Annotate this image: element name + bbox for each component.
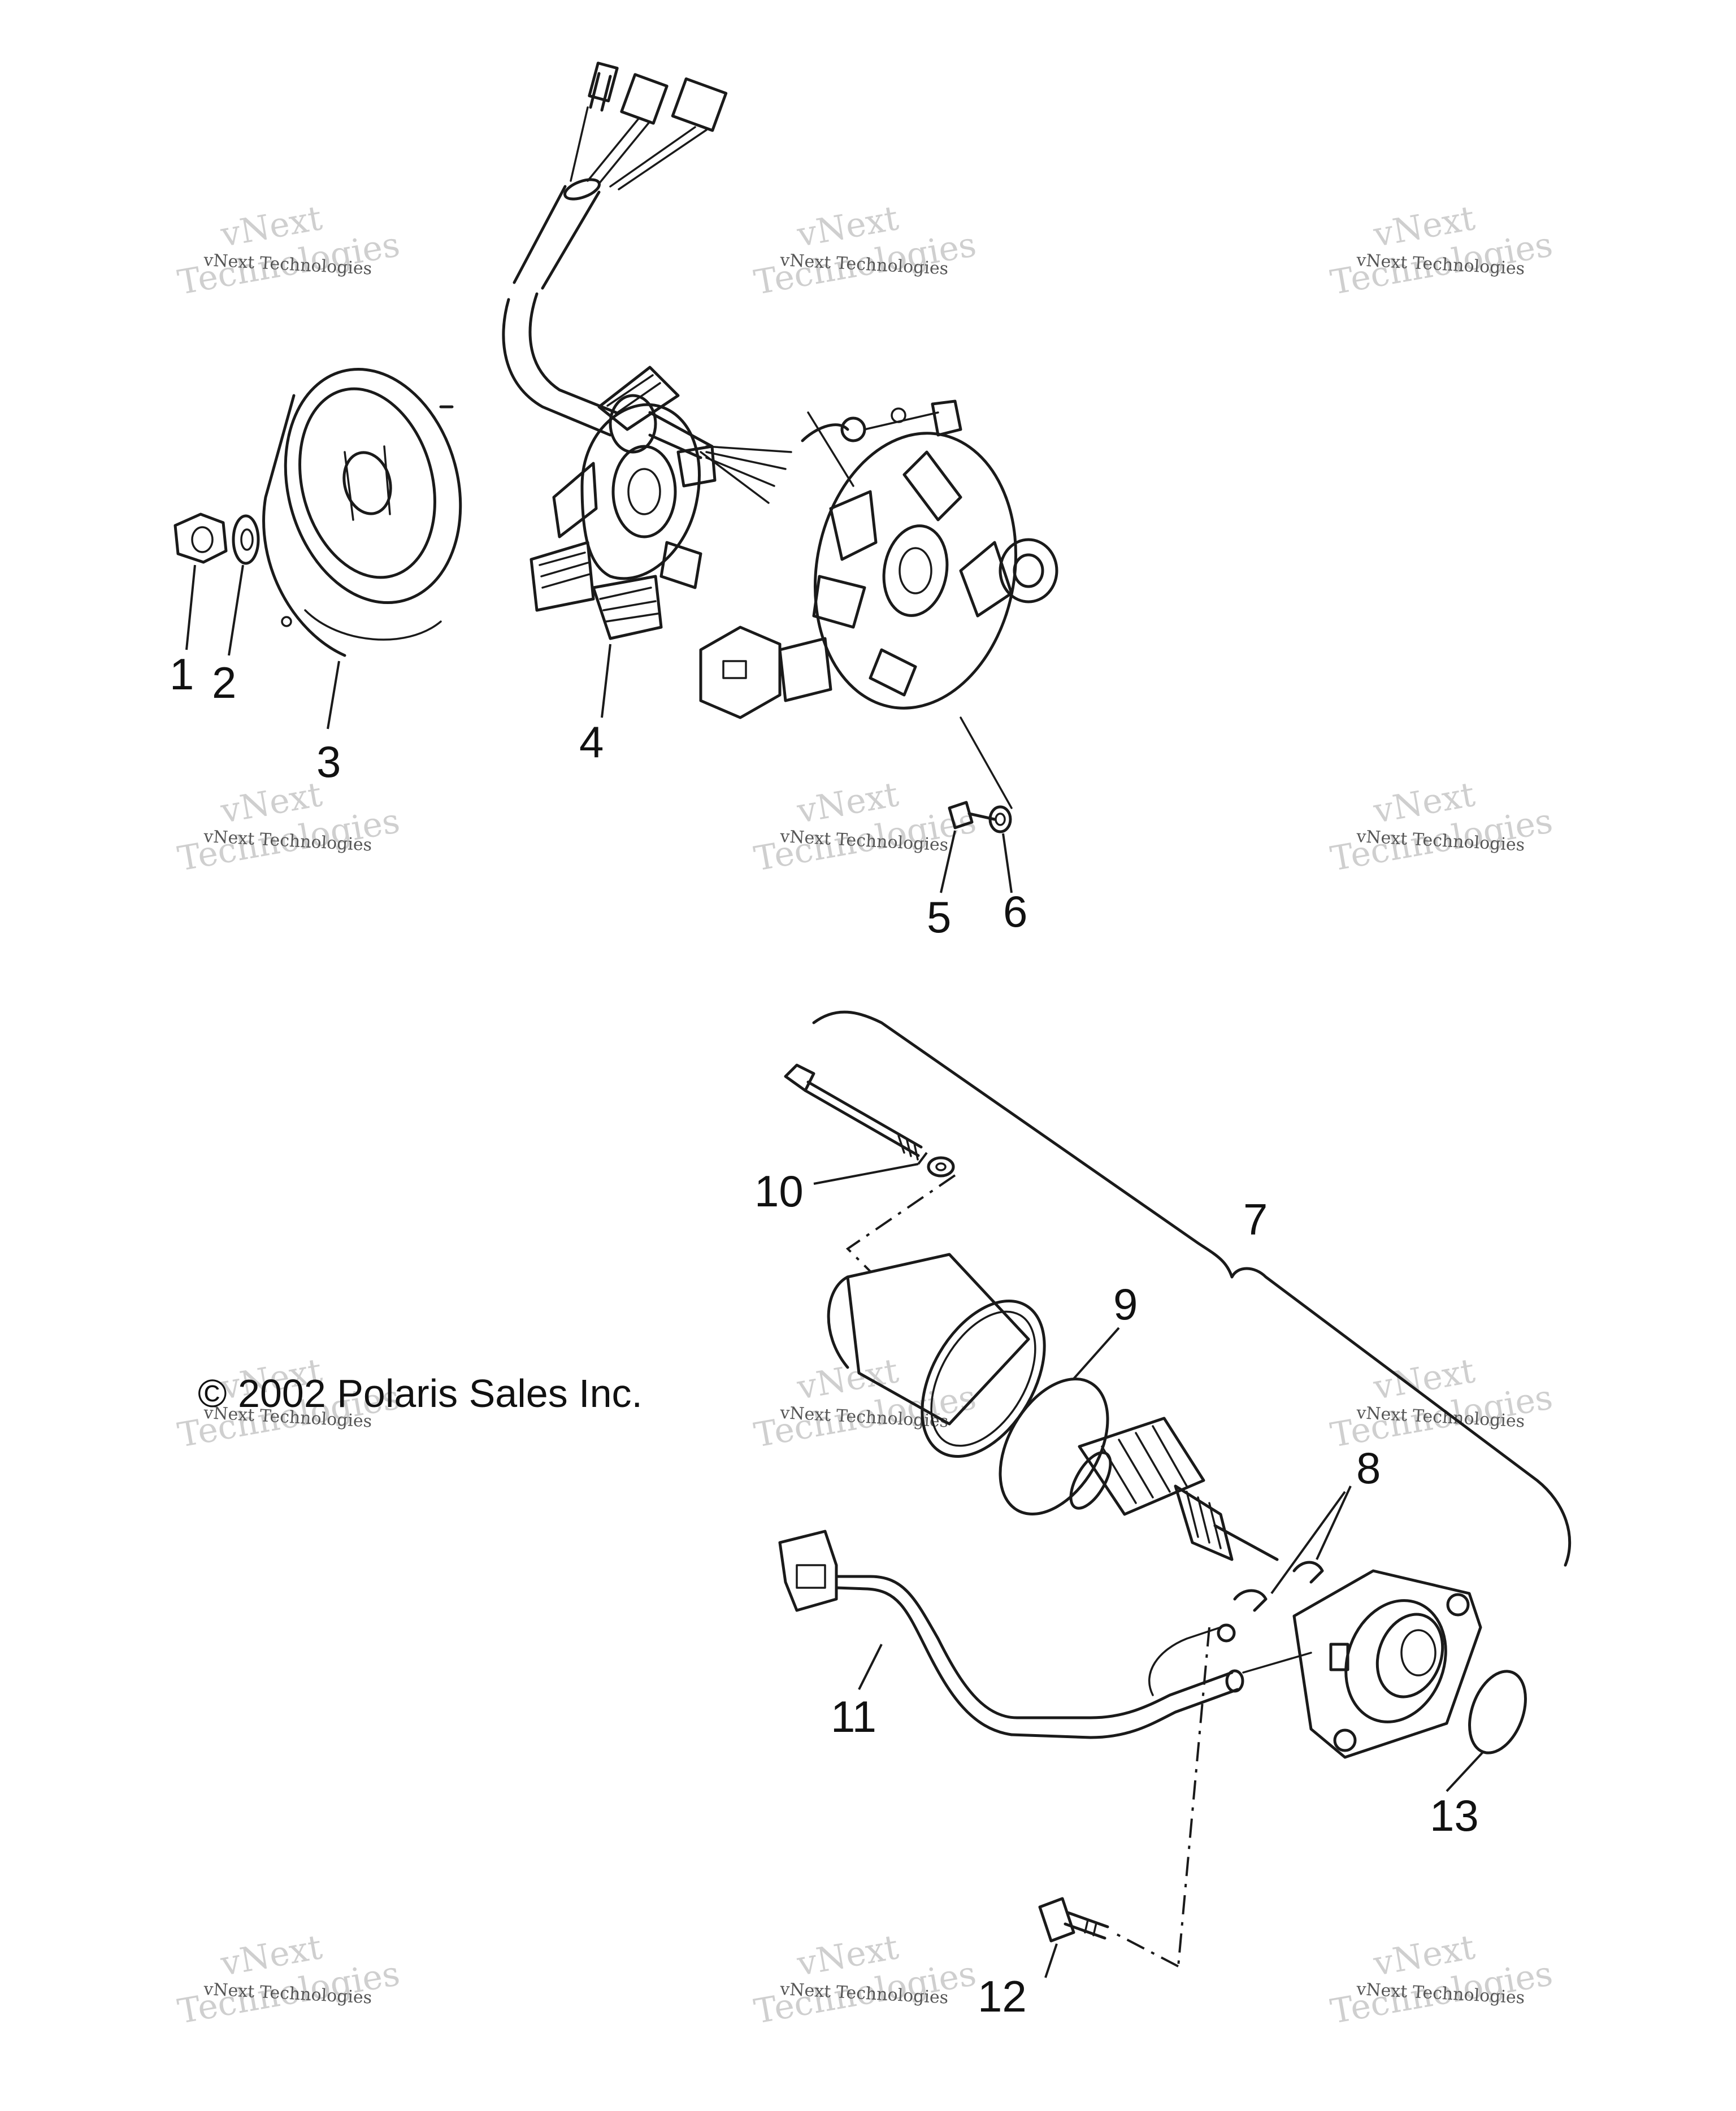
watermark-5: vNext Technologies <box>751 775 979 879</box>
part-label-1: 1 <box>170 649 194 699</box>
part-labels: 1 2 3 4 5 6 7 8 9 10 11 12 13 <box>170 649 1479 2021</box>
part-6-washer <box>960 716 1013 893</box>
watermark-8: vNext Technologies <box>751 1351 979 1456</box>
part-3-flywheel <box>262 367 462 729</box>
end-cover <box>1292 1569 1482 1759</box>
part-label-3: 3 <box>316 737 341 787</box>
part-label-7: 7 <box>1243 1195 1268 1244</box>
copyright-notice: © 2002 Polaris Sales Inc. <box>198 1371 643 1415</box>
watermark-10: vNext Technologies <box>175 1927 402 2032</box>
part-13-o-ring <box>1446 1670 1527 1792</box>
part-label-4: 4 <box>579 717 604 767</box>
stator-plate <box>699 399 1018 719</box>
part-1-nut <box>173 512 228 650</box>
watermark-11: vNext Technologies <box>751 1927 979 2032</box>
bolt-centerline <box>1113 1627 1210 1967</box>
part-label-10: 10 <box>754 1166 804 1216</box>
part-8-brush-clips <box>1233 1485 1352 1612</box>
part-label-9: 9 <box>1113 1279 1138 1329</box>
watermark-4: vNext Technologies <box>175 775 402 879</box>
watermark-9: vNext Technologies <box>1327 1351 1555 1456</box>
armature <box>1069 1417 1279 1561</box>
starter-housing <box>827 1253 1046 1458</box>
part-12-bolt <box>1038 1897 1109 1978</box>
part-label-12: 12 <box>978 1971 1027 2021</box>
part-label-5: 5 <box>927 892 951 942</box>
watermark-1: vNext Technologies <box>175 198 402 303</box>
part-label-6: 6 <box>1003 887 1027 936</box>
watermark-3: vNext Technologies <box>1327 198 1555 303</box>
part-label-13: 13 <box>1430 1791 1479 1840</box>
part-11-lead-wire <box>778 1530 1312 1739</box>
part-10-through-bolt <box>784 1063 956 1272</box>
part-label-2: 2 <box>212 658 236 707</box>
part-9-o-ring <box>999 1327 1120 1515</box>
wire-harness <box>502 62 792 504</box>
watermark-2: vNext Technologies <box>751 198 979 303</box>
watermark-6: vNext Technologies <box>1327 775 1555 879</box>
part-7-bracket <box>812 1010 1572 1567</box>
part-4-stator <box>530 366 717 718</box>
part-label-11: 11 <box>831 1692 876 1741</box>
watermark-12: vNext Technologies <box>1327 1927 1555 2032</box>
oil-seal <box>999 538 1058 603</box>
part-label-8: 8 <box>1356 1443 1381 1493</box>
part-2-washer <box>228 514 260 656</box>
